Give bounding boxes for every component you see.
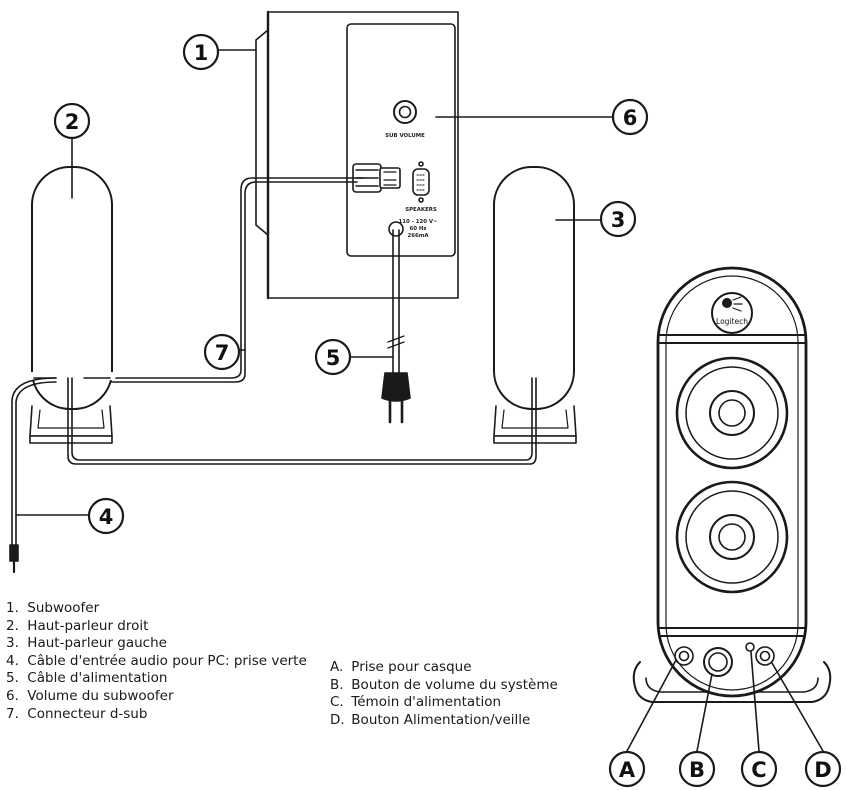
- power-inlet: [388, 221, 404, 237]
- legend-label: Haut-parleur droit: [27, 617, 149, 634]
- speakers-port-label: SPEAKERS: [405, 207, 437, 213]
- callout-d: D: [804, 750, 842, 788]
- legend-item: C. Témoin d'alimentation: [330, 694, 558, 712]
- leader-line-c: [750, 651, 760, 752]
- callout-number: 5: [326, 346, 341, 370]
- legend-key: 1.: [6, 600, 19, 616]
- legend-key: 6.: [6, 687, 19, 704]
- legend-item: 2. Haut-parleur droit: [6, 618, 307, 636]
- legend-label: Subwoofer: [27, 600, 100, 616]
- callout-3: 3: [599, 200, 637, 238]
- upper-driver: [675, 356, 789, 470]
- sub-volume-knob: [393, 100, 417, 124]
- leader-line-a: [626, 659, 677, 752]
- legend-label: Câble d'entrée audio pour PC: prise vert…: [27, 652, 307, 669]
- legend-label: Haut-parleur gauche: [27, 635, 167, 652]
- callout-b: B: [678, 750, 716, 788]
- legend-item: 3. Haut-parleur gauche: [6, 635, 307, 653]
- legend-lettered: A. Prise pour casque B. Bouton de volume…: [330, 659, 558, 729]
- dsub-connector: [352, 163, 401, 193]
- legend-label: Prise pour casque: [351, 659, 472, 675]
- subwoofer: [255, 10, 459, 300]
- legend-numbered: 1. Subwoofer 2. Haut-parleur droit 3. Ha…: [6, 600, 307, 723]
- callout-7: 7: [203, 333, 241, 371]
- legend-label: Témoin d'alimentation: [351, 694, 502, 711]
- legend-label: Volume du subwoofer: [27, 687, 174, 704]
- speaker-link-cable: [67, 377, 537, 465]
- sub-volume-label: SUB VOLUME: [385, 133, 425, 139]
- callout-5: 5: [314, 338, 352, 376]
- legend-label: Bouton de volume du système: [351, 676, 558, 693]
- legend-item: 5. Câble d'alimentation: [6, 670, 307, 688]
- system-volume-knob: [703, 647, 733, 677]
- power-rating: 110 - 120 V~ 60 Hz 266mA: [398, 219, 437, 239]
- callout-1: 1: [182, 33, 220, 71]
- power-rating-line: 110 - 120 V~: [398, 219, 437, 225]
- callout-number: 3: [611, 208, 626, 232]
- callout-number: 6: [623, 106, 638, 130]
- lower-driver: [675, 480, 789, 594]
- legend-key: B.: [330, 676, 344, 693]
- callout-number: 7: [215, 341, 230, 365]
- callout-number: 1: [194, 41, 209, 65]
- legend-key: 7.: [6, 705, 19, 722]
- audio-jack: [9, 544, 19, 562]
- legend-item: A. Prise pour casque: [330, 659, 558, 677]
- legend-item: 7. Connecteur d-sub: [6, 706, 307, 724]
- legend-key: C.: [330, 694, 344, 711]
- legend-key: 4.: [6, 652, 19, 669]
- dsub-cable: [83, 177, 364, 383]
- callout-4: 4: [87, 497, 125, 535]
- power-rating-line: 60 Hz: [409, 226, 426, 232]
- callout-letter: D: [814, 758, 831, 782]
- logitech-wordmark: Logitech: [716, 317, 748, 326]
- power-indicator: [745, 642, 755, 652]
- legend-item: 4. Câble d'entrée audio pour PC: prise v…: [6, 653, 307, 671]
- legend-item: 1. Subwoofer: [6, 600, 307, 618]
- legend-key: 2.: [6, 617, 19, 634]
- speaker-front-view: Logitech: [632, 266, 832, 703]
- legend-label: Câble d'alimentation: [27, 670, 168, 687]
- legend-label: Connecteur d-sub: [27, 705, 148, 722]
- power-standby-button: [755, 646, 775, 666]
- subwoofer-back-panel: [346, 23, 456, 257]
- legend-item: B. Bouton de volume du système: [330, 677, 558, 695]
- logitech-logo: [711, 292, 753, 334]
- left-speaker: [493, 166, 577, 444]
- power-plug: [381, 372, 411, 402]
- headphone-jack: [674, 646, 694, 666]
- leader-line-b: [696, 673, 713, 752]
- callout-letter: A: [619, 758, 636, 782]
- callout-a: A: [608, 750, 646, 788]
- callout-c: C: [740, 750, 778, 788]
- speakers-port: [412, 161, 430, 203]
- callout-letter: B: [689, 758, 705, 782]
- callout-number: 2: [65, 110, 80, 134]
- power-rating-line: 266mA: [407, 233, 429, 239]
- power-cable: [381, 229, 411, 424]
- leader-line-d: [771, 662, 824, 752]
- legend-key: 5.: [6, 670, 19, 687]
- legend-key: 3.: [6, 635, 19, 652]
- callout-2: 2: [53, 102, 91, 140]
- callout-number: 4: [99, 505, 114, 529]
- callout-6: 6: [611, 98, 649, 136]
- right-speaker: [28, 166, 116, 444]
- callout-letter: C: [751, 758, 766, 782]
- legend-item: 6. Volume du subwoofer: [6, 688, 307, 706]
- legend-item: D. Bouton Alimentation/veille: [330, 712, 558, 730]
- legend-key: D.: [330, 711, 345, 728]
- legend-key: A.: [330, 659, 344, 675]
- legend-label: Bouton Alimentation/veille: [351, 711, 531, 728]
- audio-input-cable: [9, 377, 57, 574]
